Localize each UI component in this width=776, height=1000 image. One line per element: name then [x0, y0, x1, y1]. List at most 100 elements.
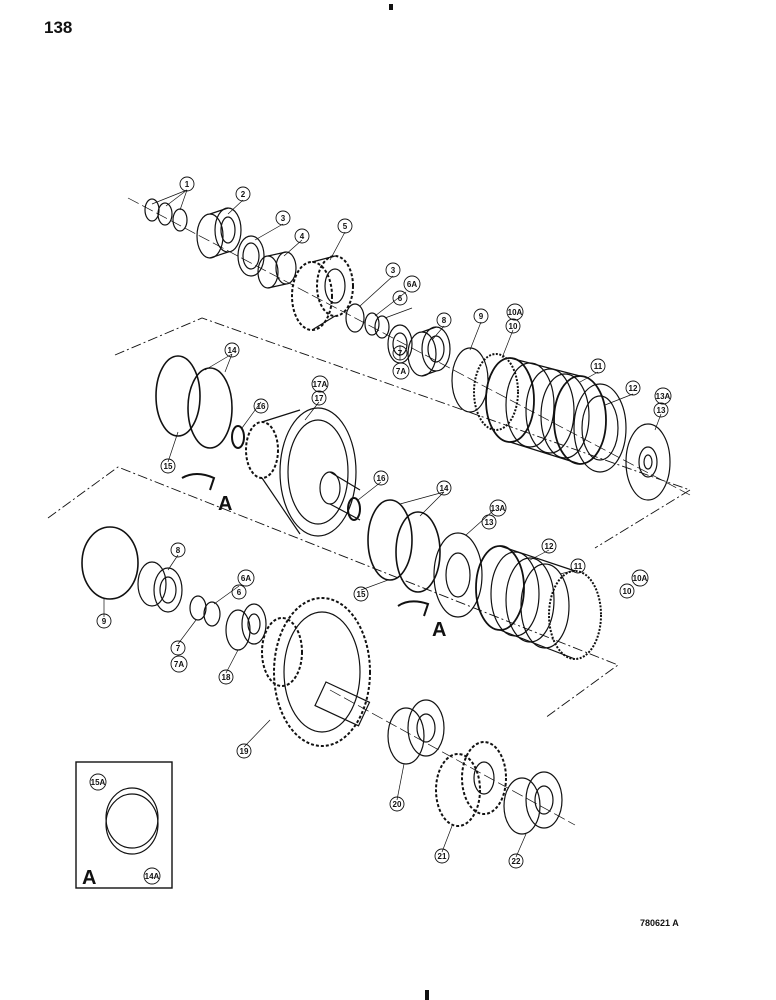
- svg-text:12: 12: [629, 384, 638, 393]
- callout-5: 5: [337, 218, 353, 234]
- svg-text:13: 13: [657, 406, 666, 415]
- svg-text:13A: 13A: [491, 504, 506, 513]
- seal-ring-14c: [367, 499, 413, 581]
- svg-text:7A: 7A: [174, 660, 184, 669]
- callout-17: 17: [311, 390, 327, 406]
- callout-12b: 12: [541, 538, 557, 554]
- svg-text:11: 11: [594, 362, 603, 371]
- callout-6: 6: [392, 290, 408, 306]
- svg-text:22: 22: [512, 857, 521, 866]
- inset-a-label: A: [82, 867, 96, 889]
- inset-ring-15a: [105, 787, 159, 849]
- svg-text:19: 19: [240, 747, 249, 756]
- svg-text:16: 16: [377, 474, 386, 483]
- svg-text:9: 9: [102, 617, 107, 626]
- callout-10b: 10: [619, 583, 635, 599]
- svg-text:10: 10: [623, 587, 632, 596]
- callout-14a: 14A: [143, 867, 161, 885]
- callout-9b: 9: [96, 613, 112, 629]
- callout-17a: 17A: [311, 375, 329, 393]
- seal-ring-14a: [155, 355, 201, 437]
- gear-21: [435, 741, 507, 827]
- view-a-arrow-lower: [397, 600, 430, 617]
- bottom-edge-mark: [425, 990, 429, 1000]
- figure-code: 780621 A: [640, 918, 679, 928]
- upper-group-outline: [114, 317, 692, 549]
- callout-1: 1: [179, 176, 195, 192]
- callout-13b: 13: [481, 514, 497, 530]
- svg-text:6A: 6A: [241, 574, 251, 583]
- clutch-pack-11: [485, 357, 607, 465]
- seal-ring-14d: [395, 511, 441, 593]
- callout-10: 10: [505, 318, 521, 334]
- ring-6b: [189, 595, 207, 621]
- callout-18: 18: [218, 669, 234, 685]
- svg-text:2: 2: [241, 190, 246, 199]
- callout-7b: 7: [170, 640, 186, 656]
- callout-14c: 14: [436, 480, 452, 496]
- svg-text:16: 16: [257, 402, 266, 411]
- svg-text:14: 14: [228, 346, 237, 355]
- svg-text:18: 18: [222, 673, 231, 682]
- svg-text:6: 6: [398, 294, 403, 303]
- svg-text:11: 11: [574, 562, 583, 571]
- ring-6: [364, 312, 380, 336]
- callout-6a: 6A: [403, 275, 421, 293]
- callout-labels: 1 2 3 4 5 3 6A 6 7 7A 8 9 10A 10 11 12 1…: [0, 0, 672, 885]
- callout-6a-b: 6A: [237, 569, 255, 587]
- callout-6b: 6: [231, 584, 247, 600]
- svg-text:21: 21: [438, 852, 447, 861]
- callout-7a: 7A: [392, 362, 410, 380]
- svg-text:15A: 15A: [91, 778, 106, 787]
- gear-shaft-19: [261, 597, 371, 747]
- clutch-pack-11b: [475, 545, 602, 660]
- callout-15: 15: [160, 458, 176, 474]
- snap-ring-9b: [81, 526, 139, 600]
- callout-7: 7: [392, 345, 408, 361]
- callout-14b: 14: [0, 0, 9, 2]
- svg-text:9: 9: [479, 312, 484, 321]
- callout-15b: 15: [353, 586, 369, 602]
- svg-text:6A: 6A: [407, 280, 417, 289]
- svg-text:10A: 10A: [633, 574, 648, 583]
- callout-22: 22: [508, 853, 524, 869]
- svg-text:3: 3: [391, 266, 396, 275]
- callout-13a-b: 13A: [489, 499, 507, 517]
- callout-4: 4: [294, 228, 310, 244]
- page-number: 138: [44, 18, 73, 37]
- callout-10a-b: 10A: [631, 569, 649, 587]
- callout-19: 19: [236, 743, 252, 759]
- svg-text:12: 12: [545, 542, 554, 551]
- callout-8b: 8: [170, 542, 186, 558]
- inset-box-a: [75, 761, 173, 889]
- svg-text:5: 5: [343, 222, 348, 231]
- view-a-label-lower: A: [432, 619, 446, 641]
- callout-15a: 15A: [89, 773, 107, 791]
- seal-ring-14b: [187, 367, 233, 449]
- clutch-plate-10: [473, 353, 519, 431]
- top-edge-mark: [389, 4, 393, 10]
- callout-13a: 13A: [654, 387, 672, 405]
- callout-21: 21: [434, 848, 450, 864]
- svg-text:1: 1: [185, 180, 190, 189]
- callout-7a-b: 7A: [170, 655, 188, 673]
- svg-text:15: 15: [164, 462, 173, 471]
- svg-text:6: 6: [237, 588, 242, 597]
- o-ring-16b: [347, 497, 361, 521]
- svg-text:14A: 14A: [145, 872, 160, 881]
- svg-text:17: 17: [315, 394, 324, 403]
- svg-text:8: 8: [176, 546, 181, 555]
- bearing-8b: [137, 561, 183, 613]
- bearing-8: [407, 326, 451, 377]
- svg-text:7: 7: [398, 349, 403, 358]
- view-a-arrow-upper: [181, 473, 216, 491]
- gear-5: [291, 255, 354, 331]
- callout-9: 9: [473, 308, 489, 324]
- callout-13: 13: [653, 402, 669, 418]
- lower-shaft-centerline: [329, 689, 576, 826]
- callout-11: 11: [590, 358, 606, 374]
- thrust-washer-3: [237, 235, 265, 277]
- svg-text:13: 13: [485, 518, 494, 527]
- piston-13: [625, 423, 671, 501]
